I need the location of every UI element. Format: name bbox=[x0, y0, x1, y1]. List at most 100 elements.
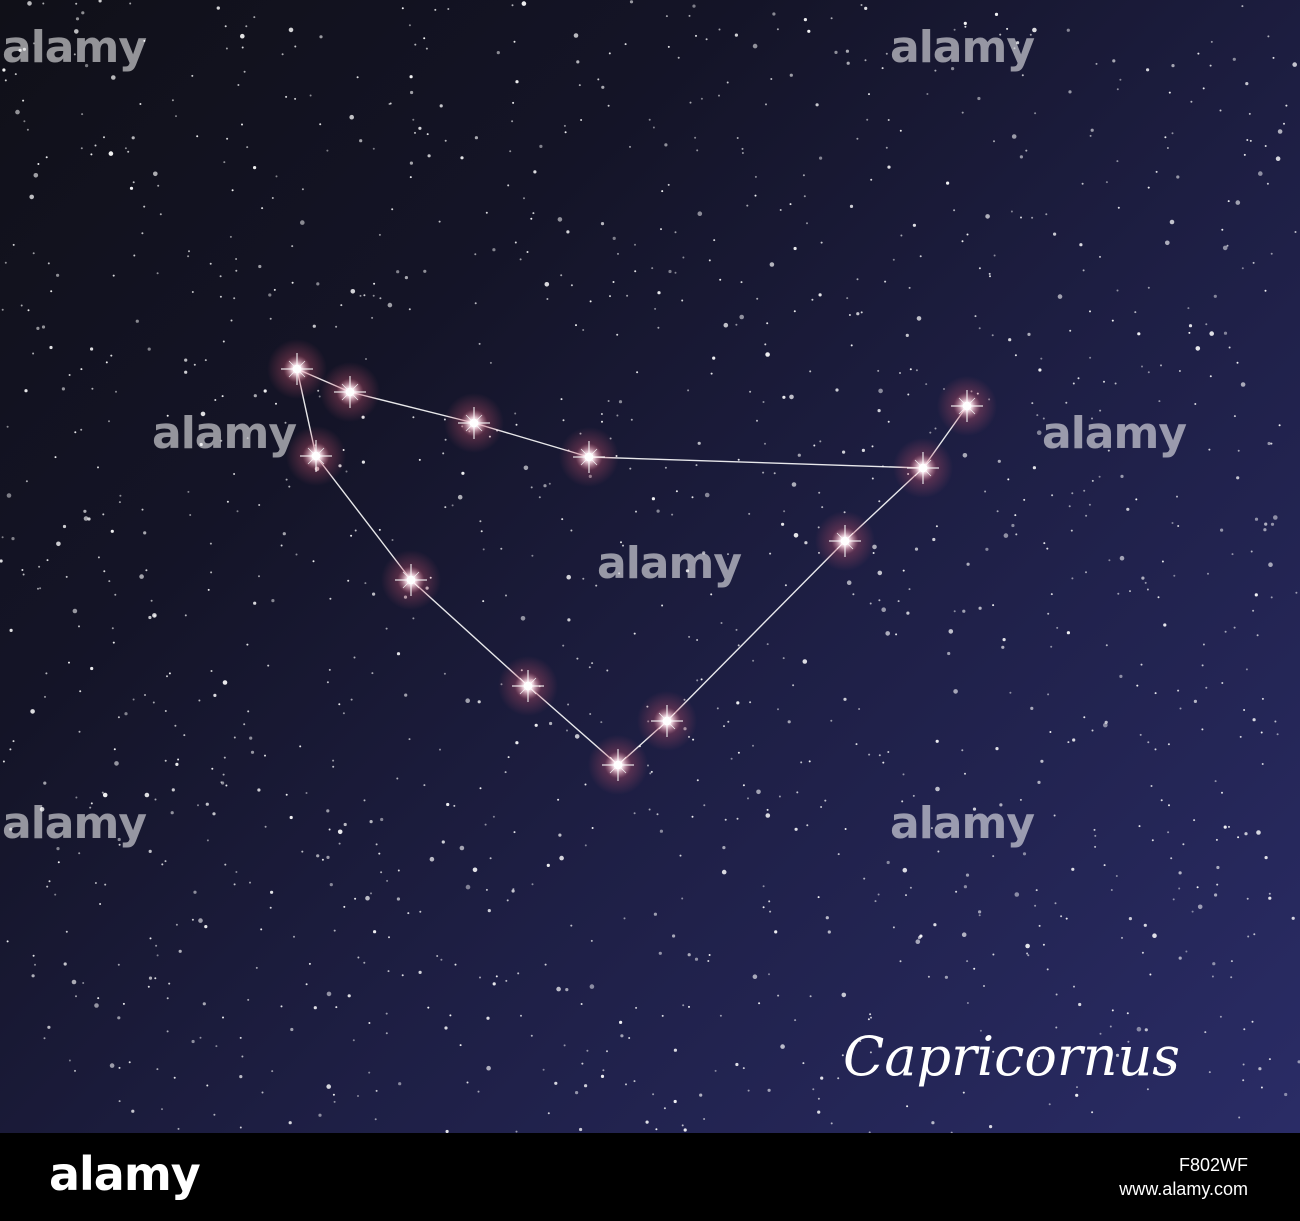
background-star bbox=[1025, 149, 1028, 152]
background-star bbox=[1071, 577, 1074, 580]
background-star bbox=[1071, 492, 1074, 495]
background-star bbox=[576, 60, 580, 64]
background-star bbox=[802, 659, 808, 664]
background-star bbox=[224, 25, 227, 28]
background-star bbox=[1202, 87, 1205, 90]
background-star bbox=[988, 272, 991, 275]
background-star bbox=[762, 906, 765, 909]
background-star bbox=[2, 760, 5, 763]
background-star bbox=[877, 893, 880, 896]
background-star bbox=[478, 342, 481, 345]
background-star bbox=[1035, 889, 1038, 892]
background-star bbox=[634, 243, 636, 246]
background-star bbox=[1195, 346, 1201, 351]
background-star bbox=[1040, 357, 1043, 360]
background-star bbox=[1250, 550, 1253, 553]
background-star bbox=[1047, 612, 1050, 615]
background-star bbox=[809, 995, 812, 998]
background-star bbox=[1032, 27, 1037, 33]
background-star bbox=[978, 914, 981, 917]
background-star bbox=[1230, 976, 1233, 979]
background-star bbox=[408, 738, 411, 741]
background-star bbox=[515, 80, 519, 84]
background-star bbox=[1173, 574, 1176, 577]
background-star bbox=[191, 291, 194, 293]
background-star bbox=[89, 806, 92, 809]
background-star bbox=[566, 729, 568, 732]
background-star bbox=[704, 492, 710, 498]
background-star bbox=[633, 1080, 636, 1083]
background-star bbox=[906, 1105, 909, 1108]
background-star bbox=[1016, 41, 1020, 45]
background-star bbox=[396, 897, 400, 901]
background-star bbox=[388, 103, 391, 105]
background-star bbox=[989, 1125, 993, 1129]
background-star bbox=[674, 231, 677, 234]
background-star bbox=[1266, 182, 1269, 185]
background-star bbox=[817, 1097, 820, 1100]
background-stars bbox=[0, 0, 1300, 1133]
background-star bbox=[1146, 588, 1149, 591]
background-star bbox=[974, 315, 977, 318]
background-star bbox=[359, 139, 363, 143]
background-star bbox=[460, 156, 464, 160]
background-star bbox=[114, 761, 119, 766]
background-star bbox=[671, 513, 674, 516]
background-star bbox=[696, 679, 699, 682]
background-star bbox=[930, 827, 933, 830]
background-star bbox=[1270, 252, 1273, 255]
background-star bbox=[617, 252, 619, 255]
background-star bbox=[1209, 331, 1214, 336]
background-star bbox=[1193, 699, 1197, 704]
background-star bbox=[85, 64, 89, 68]
background-star bbox=[1236, 361, 1239, 364]
background-star bbox=[454, 963, 457, 966]
background-star bbox=[507, 184, 510, 187]
background-star bbox=[245, 25, 248, 28]
background-star bbox=[727, 720, 730, 723]
background-star bbox=[78, 730, 81, 733]
background-star bbox=[1297, 1060, 1300, 1064]
background-star bbox=[581, 1062, 584, 1065]
background-star bbox=[692, 738, 695, 741]
background-star bbox=[1111, 319, 1114, 322]
background-star bbox=[635, 510, 637, 513]
background-star bbox=[249, 736, 253, 740]
background-star bbox=[139, 103, 142, 105]
background-star bbox=[901, 800, 904, 803]
background-star bbox=[1231, 553, 1234, 556]
background-star bbox=[1220, 528, 1224, 532]
background-star bbox=[1223, 825, 1227, 829]
background-star bbox=[368, 1071, 371, 1074]
background-star bbox=[337, 829, 343, 835]
background-star bbox=[477, 700, 481, 704]
background-star bbox=[1161, 560, 1164, 563]
background-star bbox=[699, 1093, 703, 1097]
background-star bbox=[207, 588, 210, 591]
background-star bbox=[1088, 503, 1091, 506]
background-star bbox=[1042, 943, 1045, 946]
background-star bbox=[916, 316, 922, 321]
watermark: alamy bbox=[1042, 408, 1187, 459]
background-star bbox=[531, 554, 534, 557]
background-star bbox=[312, 560, 315, 563]
background-star bbox=[843, 697, 847, 701]
background-star bbox=[609, 295, 611, 298]
background-star bbox=[221, 395, 224, 398]
background-star bbox=[737, 644, 740, 647]
background-star bbox=[104, 883, 107, 886]
background-star bbox=[1091, 417, 1093, 420]
background-star bbox=[925, 383, 928, 386]
background-star bbox=[1243, 153, 1246, 156]
background-star bbox=[589, 984, 595, 989]
background-star bbox=[649, 772, 652, 775]
background-star bbox=[1253, 933, 1256, 936]
background-star bbox=[567, 618, 571, 622]
background-star bbox=[1152, 933, 1157, 938]
background-star bbox=[1268, 892, 1271, 895]
background-star bbox=[128, 1061, 131, 1064]
background-star bbox=[423, 269, 427, 273]
background-star bbox=[275, 175, 278, 178]
background-star bbox=[724, 818, 727, 821]
background-star bbox=[578, 84, 581, 87]
